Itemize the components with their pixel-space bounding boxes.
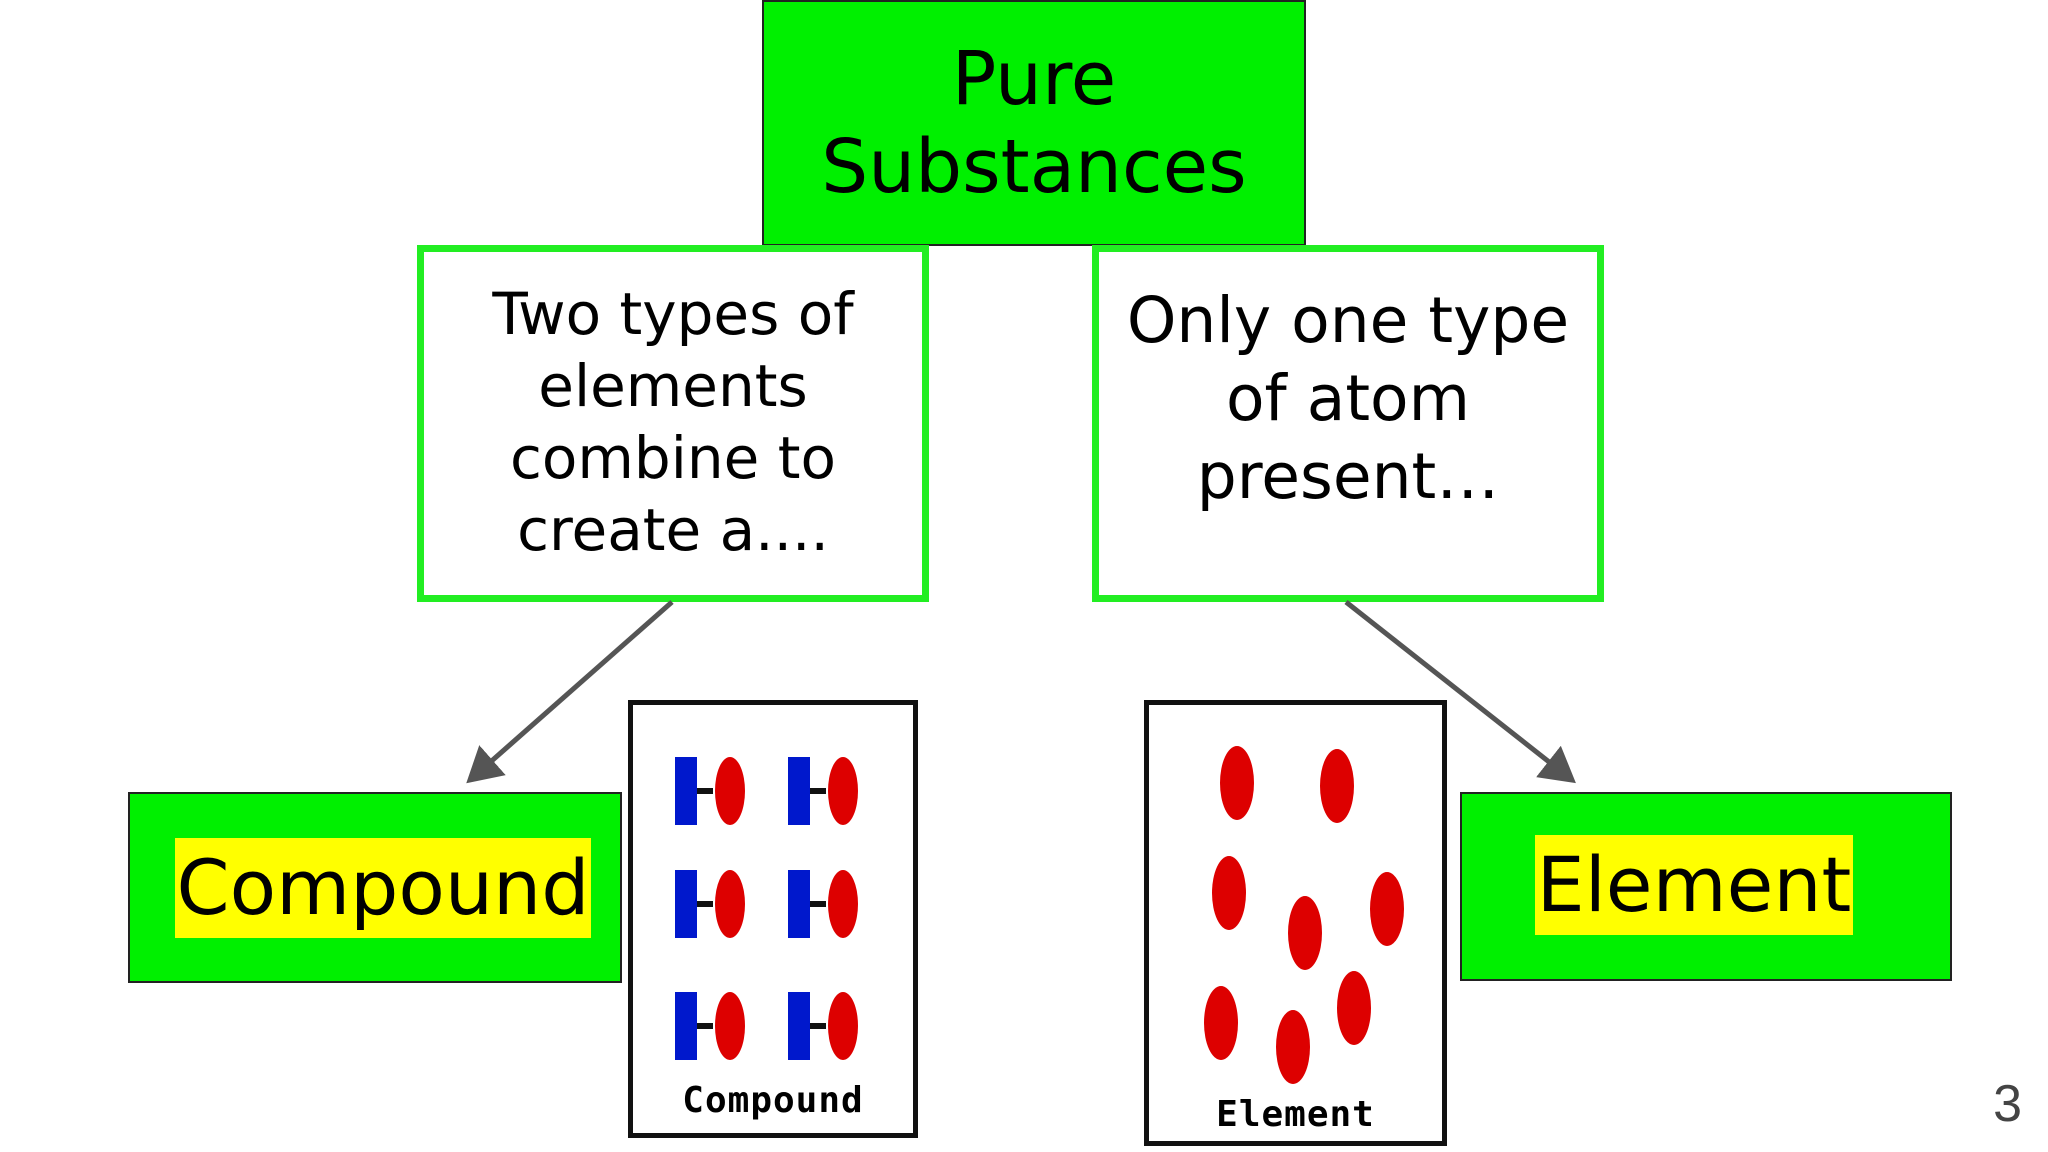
atom bbox=[1204, 986, 1238, 1060]
atom bbox=[1212, 856, 1246, 930]
arrow-to-element bbox=[1344, 600, 1576, 784]
element-label: Element bbox=[1534, 834, 1854, 935]
arrow-to-compound bbox=[466, 600, 674, 784]
title-box: Pure Substances bbox=[762, 0, 1306, 246]
compound-result-box: Compound bbox=[128, 792, 622, 983]
diagram-title: Pure Substances bbox=[821, 36, 1247, 210]
compound-description: Two types of elements combine to create … bbox=[492, 280, 854, 564]
compound-picture: Compound bbox=[628, 700, 918, 1138]
atom bbox=[1370, 872, 1404, 946]
molecule bbox=[675, 870, 745, 938]
atom bbox=[1220, 746, 1254, 820]
compound-description-box: Two types of elements combine to create … bbox=[417, 245, 929, 602]
molecule bbox=[788, 757, 858, 825]
compound-label: Compound bbox=[174, 837, 592, 938]
element-picture: Element bbox=[1144, 700, 1447, 1146]
element-atoms bbox=[1204, 746, 1404, 1084]
atom bbox=[1337, 971, 1371, 1045]
compound-molecules bbox=[675, 757, 858, 1060]
molecule bbox=[675, 757, 745, 825]
atom bbox=[1276, 1010, 1310, 1084]
element-description-box: Only one type of atom present… bbox=[1092, 245, 1604, 602]
atom bbox=[1288, 896, 1322, 970]
compound-picture-caption: Compound bbox=[682, 1080, 864, 1121]
molecule bbox=[788, 870, 858, 938]
atom bbox=[1320, 749, 1354, 823]
element-description: Only one type of atom present… bbox=[1126, 284, 1570, 513]
molecule bbox=[788, 992, 858, 1060]
element-result-box: Element bbox=[1460, 792, 1952, 981]
element-picture-caption: Element bbox=[1216, 1094, 1375, 1135]
page-number: 3 bbox=[1993, 1075, 2022, 1133]
molecule bbox=[675, 992, 745, 1060]
